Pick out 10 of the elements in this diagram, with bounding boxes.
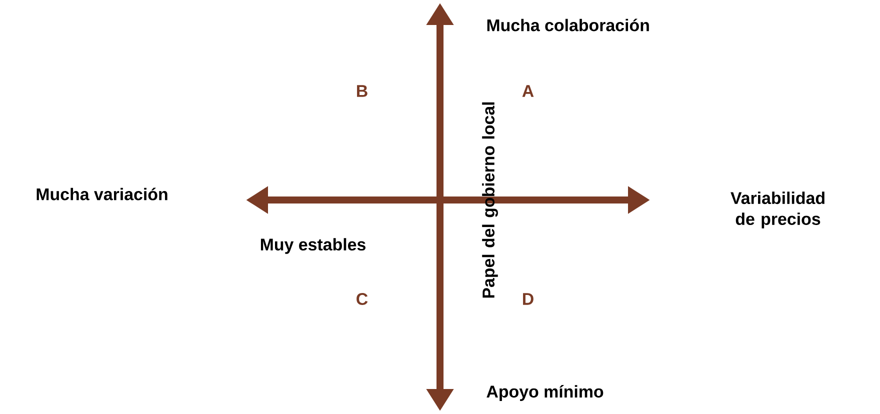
- axis-label: Muy estables: [260, 238, 366, 254]
- axis-label: Apoyo mínimo: [486, 385, 604, 401]
- quadrant-letter: D: [523, 293, 534, 305]
- axis-label: Papel del gobierno local: [482, 102, 498, 298]
- quadrant-letter: B: [357, 85, 368, 97]
- axis-label: Mucha colaboración: [487, 18, 649, 32]
- axis-label: Mucha variación: [36, 188, 168, 200]
- quadrant-letter: A: [522, 85, 534, 97]
- axis-label: Variabilidad de precios: [730, 192, 824, 228]
- quadrant-letter: C: [356, 293, 368, 305]
